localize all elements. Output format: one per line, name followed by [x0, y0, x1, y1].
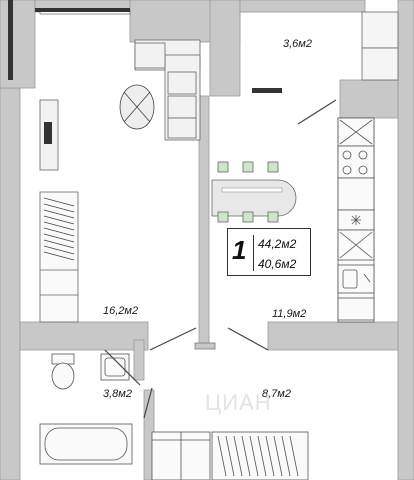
- door-frame: [194, 342, 216, 350]
- living-room-area-label: 16,2м2: [103, 305, 139, 317]
- wardrobe: [39, 191, 79, 323]
- door-swings: [104, 99, 337, 419]
- watermark: ЦИАН: [205, 390, 272, 415]
- bathroom-fixtures: [39, 353, 133, 465]
- info-divider: [253, 235, 254, 271]
- balcony-cabinets: [361, 11, 399, 81]
- windows: [8, 0, 282, 93]
- round-table: [119, 84, 155, 130]
- living-area: 40,6м2: [258, 257, 297, 271]
- hallway-area-label: 8,7м2: [262, 388, 291, 400]
- sofa: [134, 39, 201, 141]
- apartment-info-box: 1 44,2м2 40,6м2: [227, 228, 311, 276]
- partition-wall: [198, 95, 210, 347]
- bathroom-area-label: 3,8м2: [103, 388, 132, 400]
- hallway-storage: [151, 431, 309, 480]
- tv-stand: [39, 99, 59, 171]
- balcony-area-label: 3,6м2: [283, 38, 312, 50]
- total-area: 44,2м2: [258, 237, 297, 251]
- rooms-count: 1: [232, 235, 247, 265]
- kitchen-counter: [337, 117, 375, 323]
- kitchen-area-label: 11,9м2: [272, 308, 307, 320]
- dining-table: [211, 161, 297, 223]
